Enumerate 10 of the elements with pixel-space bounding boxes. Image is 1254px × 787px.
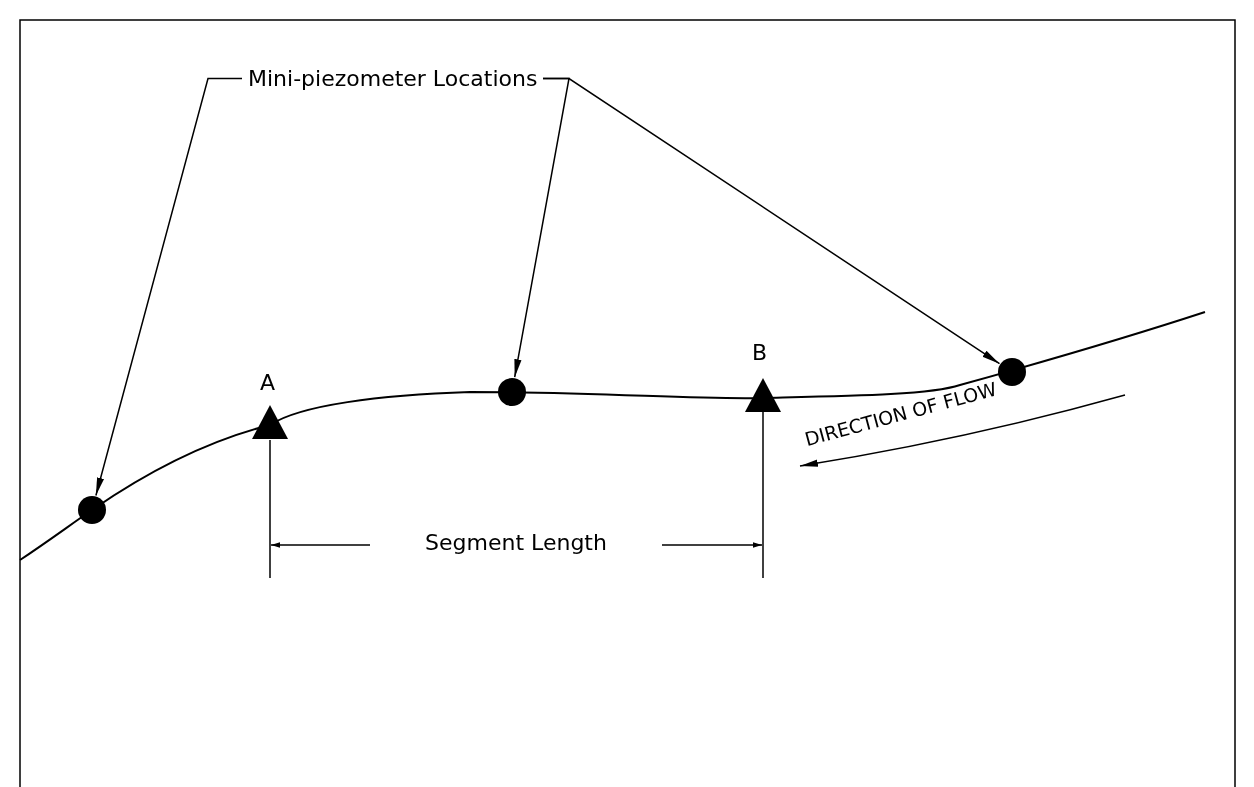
callout-text: Mini-piezometer Locations: [248, 66, 538, 91]
dimension-label: Segment Length: [425, 530, 607, 555]
leader-line: [95, 77, 243, 497]
station-label: B: [752, 340, 768, 365]
piezometer-dot: [498, 378, 526, 406]
leader-line: [542, 77, 1001, 365]
leader-line: [513, 77, 570, 378]
station-label: A: [260, 370, 276, 395]
piezometer-dot: [78, 496, 106, 524]
piezometer-dot: [998, 358, 1026, 386]
